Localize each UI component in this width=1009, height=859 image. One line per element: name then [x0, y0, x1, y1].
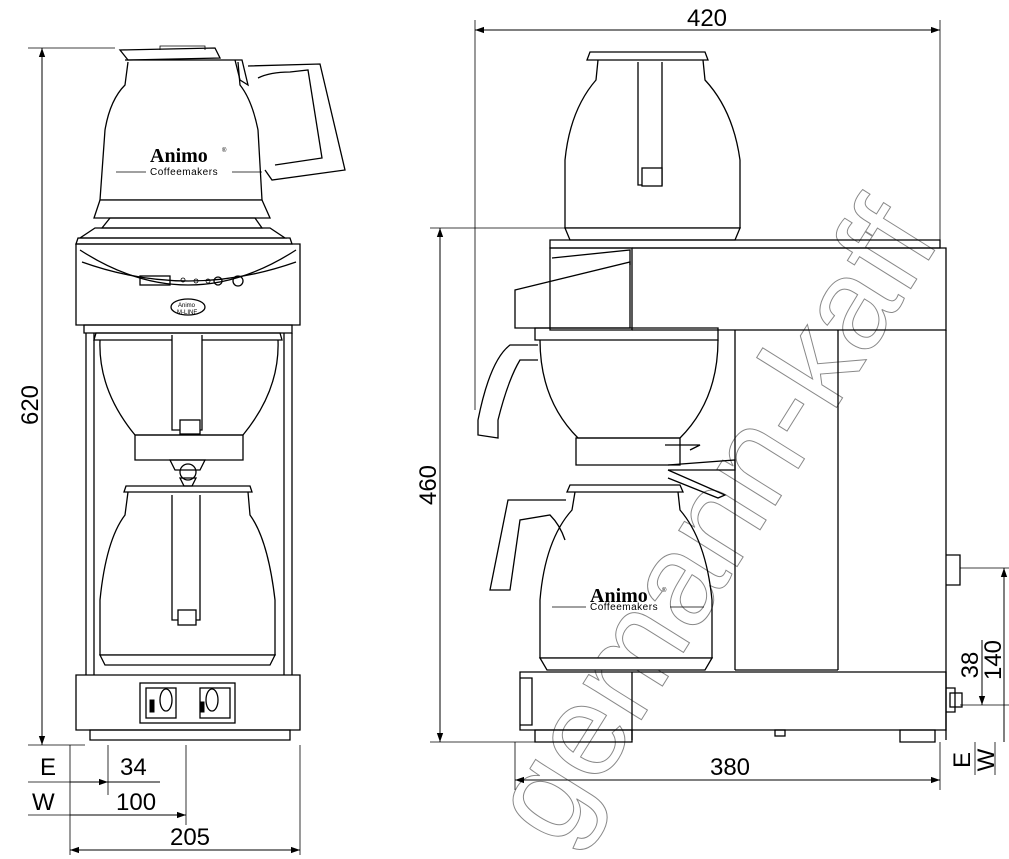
side-w-value: 140: [980, 640, 1007, 680]
side-filter-basket: [477, 327, 736, 499]
front-e-label: E: [40, 754, 56, 781]
side-e-label: E: [949, 752, 976, 768]
front-e-value: 34: [120, 754, 147, 781]
front-bottom-carafe: [98, 485, 277, 666]
side-base-width-value: 380: [710, 754, 750, 781]
front-panel-model: M-LINE: [177, 310, 197, 316]
front-panel-logo: Animo: [178, 303, 196, 309]
front-base: [75, 674, 301, 741]
front-width-value: 205: [170, 824, 210, 851]
front-carafe-registered: ®: [222, 147, 227, 154]
side-top-carafe: [564, 51, 741, 241]
side-carafe-brand: Animo: [590, 585, 648, 607]
front-height-value: 620: [17, 385, 44, 425]
front-view: Animo ® Coffeemakers Animo M-LINE: [75, 45, 346, 741]
side-carafe-registered: ®: [662, 587, 667, 594]
front-w-label: W: [32, 789, 55, 816]
side-dimensions: 420 460 380 38 140 E W: [415, 5, 1009, 790]
side-bottom-carafe: Animo ® Coffeemakers: [489, 484, 714, 671]
front-dimensions: 620 E 34 W 100 205: [17, 47, 301, 855]
side-view: Animo ® Coffeemakers: [477, 51, 963, 743]
side-base: [519, 554, 963, 743]
front-top-carafe: Animo ® Coffeemakers: [93, 45, 346, 229]
front-head-unit: Animo M-LINE: [75, 243, 301, 334]
side-height-value: 460: [415, 465, 442, 505]
front-w-value: 100: [116, 789, 156, 816]
side-w-label: W: [973, 748, 1000, 771]
front-filter-basket: [93, 332, 283, 487]
front-carafe-tagline: Coffeemakers: [150, 167, 218, 178]
front-carafe-brand: Animo: [150, 145, 208, 167]
side-top-width-value: 420: [687, 5, 727, 32]
side-e-value: 38: [957, 652, 984, 679]
side-carafe-tagline: Coffeemakers: [590, 602, 658, 613]
